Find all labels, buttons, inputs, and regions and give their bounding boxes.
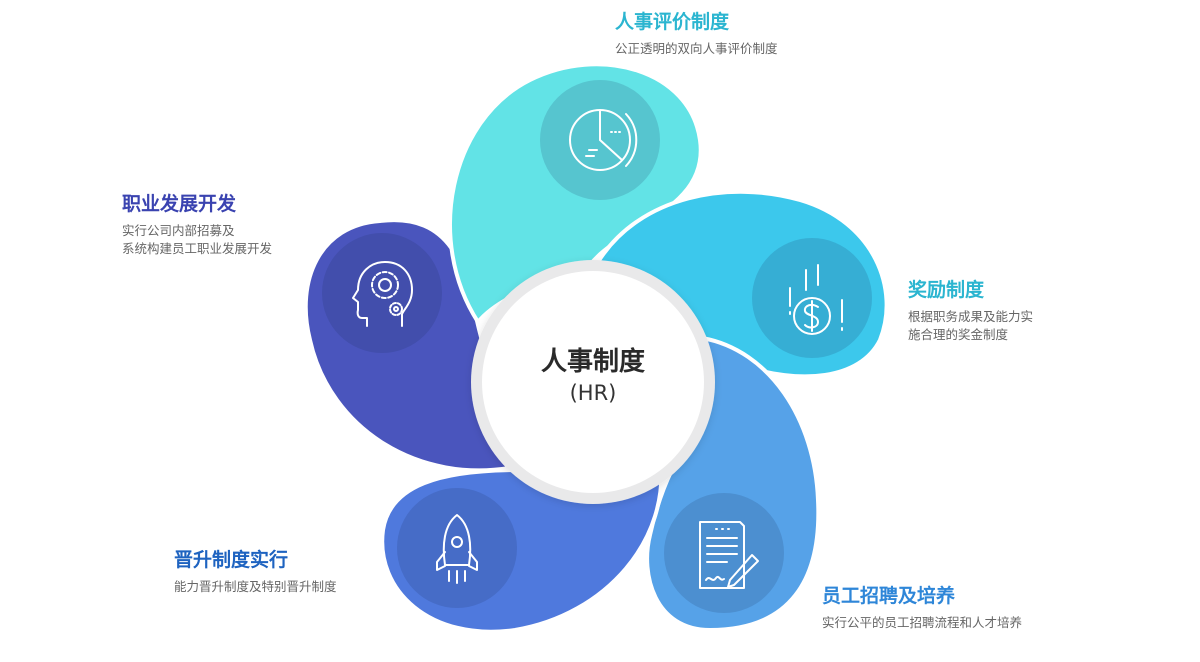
promo-desc-line-1: 能力晋升制度及特别晋升制度 bbox=[174, 579, 337, 594]
center-label: 人事制度 (HR) bbox=[470, 345, 716, 407]
recruit-desc-line-1: 实行公平的员工招聘流程和人才培养 bbox=[822, 615, 1023, 630]
reward-desc-line-2: 施合理的奖金制度 bbox=[908, 327, 1009, 342]
eval-title: 人事评价制度 bbox=[615, 11, 730, 33]
rocket-icon bbox=[436, 514, 478, 584]
career-desc-line-1: 实行公司内部招募及 bbox=[122, 223, 235, 238]
pie-chart-icon bbox=[569, 109, 638, 171]
promo-title: 晋升制度实行 bbox=[174, 549, 289, 571]
center-title: 人事制度 bbox=[540, 347, 645, 377]
promo-desc: 能力晋升制度及特别晋升制度 bbox=[174, 578, 337, 596]
money-bag-icon bbox=[789, 264, 843, 335]
label-recruit: 员工招聘及培养 实行公平的员工招聘流程和人才培养 bbox=[822, 584, 1022, 632]
career-desc: 实行公司内部招募及 系统构建员工职业发展开发 bbox=[122, 222, 272, 258]
career-desc-line-2: 系统构建员工职业发展开发 bbox=[122, 241, 273, 256]
reward-desc-line-1: 根据职务成果及能力实 bbox=[908, 309, 1034, 324]
label-eval: 人事评价制度 公正透明的双向人事评价制度 bbox=[615, 10, 778, 58]
eval-desc-line-1: 公正透明的双向人事评价制度 bbox=[615, 41, 778, 56]
center-circle bbox=[482, 271, 704, 493]
recruit-title: 员工招聘及培养 bbox=[822, 585, 956, 607]
eval-desc: 公正透明的双向人事评价制度 bbox=[615, 40, 778, 58]
recruit-desc: 实行公平的员工招聘流程和人才培养 bbox=[822, 614, 1022, 632]
label-career: 职业发展开发 实行公司内部招募及 系统构建员工职业发展开发 bbox=[122, 192, 272, 258]
center-subtitle: (HR) bbox=[569, 381, 617, 405]
contract-sign-icon bbox=[699, 521, 759, 589]
icon-disc-career bbox=[322, 233, 442, 353]
career-title: 职业发展开发 bbox=[122, 193, 237, 215]
label-promo: 晋升制度实行 能力晋升制度及特别晋升制度 bbox=[174, 548, 337, 596]
reward-title: 奖励制度 bbox=[908, 279, 985, 301]
label-reward: 奖励制度 根据职务成果及能力实 施合理的奖金制度 bbox=[908, 278, 1033, 344]
reward-desc: 根据职务成果及能力实 施合理的奖金制度 bbox=[908, 308, 1033, 344]
head-gear-icon bbox=[352, 261, 413, 327]
